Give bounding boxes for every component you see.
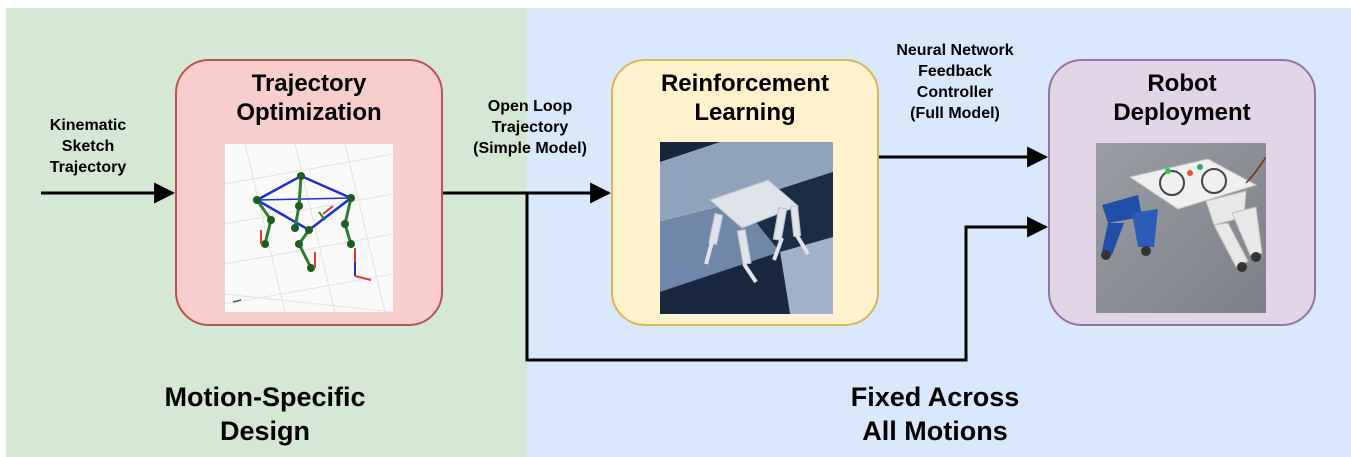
trajectory-optimization-box: Trajectory Optimization bbox=[175, 59, 443, 326]
neural-network-controller-label: Neural Network Feedback Controller (Full… bbox=[896, 42, 1014, 122]
reinforcement-learning-box: Reinforcement Learning bbox=[611, 59, 879, 326]
skeleton-plot-image bbox=[225, 144, 393, 312]
robot-deployment-box: Robot Deployment bbox=[1048, 59, 1316, 326]
motion-specific-design-label: Motion-Specific Design bbox=[164, 382, 366, 446]
trajectory-optimization-title: Trajectory Optimization bbox=[236, 70, 382, 126]
reinforcement-learning-title: Reinforcement Learning bbox=[660, 70, 830, 126]
kinematic-sketch-label: Kinematic Sketch Trajectory bbox=[49, 117, 127, 176]
robot-photo-image bbox=[1096, 143, 1266, 313]
open-loop-trajectory-label: Open Loop Trajectory (Simple Model) bbox=[473, 98, 587, 157]
robot-deployment-title: Robot Deployment bbox=[1113, 70, 1251, 126]
simulation-render-image bbox=[660, 142, 833, 314]
fixed-across-all-motions-label: Fixed Across All Motions bbox=[850, 382, 1020, 446]
